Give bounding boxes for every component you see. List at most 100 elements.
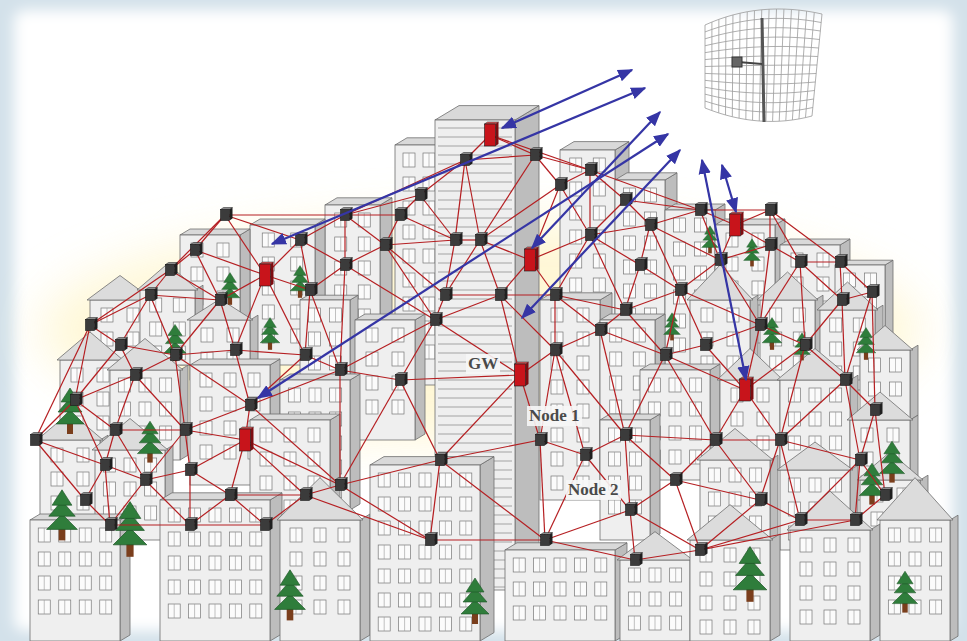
- window: [750, 468, 762, 482]
- window-bar: [266, 476, 267, 490]
- router-body: [221, 210, 230, 221]
- window-bar: [639, 328, 640, 342]
- mesh-link: [540, 440, 545, 540]
- router-side: [705, 203, 708, 216]
- wireless-arrow: [502, 70, 632, 128]
- window-bar: [215, 532, 216, 546]
- floor-stripe: [438, 415, 512, 417]
- router-side: [751, 377, 754, 401]
- window: [399, 545, 411, 559]
- mesh-router: [756, 493, 768, 506]
- window: [209, 604, 221, 618]
- window: [189, 604, 201, 618]
- window-bar: [429, 273, 430, 287]
- window: [570, 230, 582, 244]
- window: [690, 378, 702, 392]
- mesh-link: [700, 520, 855, 550]
- window: [250, 580, 262, 594]
- router-body: [166, 265, 175, 276]
- tree-crown: [766, 318, 779, 328]
- window-bar: [935, 576, 936, 590]
- mesh-link: [600, 330, 625, 435]
- window-bar: [730, 548, 731, 562]
- mesh-router: [856, 453, 868, 466]
- mesh-link: [780, 345, 805, 440]
- router-body: [341, 260, 350, 271]
- mesh-link: [625, 355, 665, 435]
- router-body: [396, 210, 405, 221]
- gateway-router: [485, 122, 499, 146]
- window: [909, 552, 921, 566]
- house-roof: [687, 265, 753, 300]
- router-body: [801, 340, 810, 351]
- window-bar: [230, 397, 231, 411]
- window: [309, 308, 321, 322]
- floor-stripe: [438, 217, 512, 219]
- house-roof: [277, 478, 363, 520]
- window: [513, 558, 525, 572]
- window: [366, 352, 378, 366]
- mesh-router: [776, 433, 788, 446]
- router-body: [868, 287, 877, 298]
- mesh-link: [630, 510, 700, 550]
- gateway-router: [740, 377, 754, 401]
- router-body: [531, 150, 540, 161]
- mesh-router: [531, 148, 543, 161]
- mesh-router: [131, 368, 143, 381]
- window: [77, 448, 89, 462]
- router-side: [877, 285, 880, 298]
- window: [403, 225, 415, 239]
- window-bar: [64, 576, 65, 590]
- window-bar: [615, 400, 616, 414]
- window-bar: [655, 616, 656, 630]
- window-bar: [794, 388, 795, 402]
- antenna-feed-box: [732, 57, 742, 67]
- window-bar: [755, 468, 756, 482]
- router-body: [226, 490, 235, 501]
- window-bar: [409, 249, 410, 263]
- window: [308, 452, 320, 466]
- mesh-router: [536, 433, 548, 446]
- window-bar: [859, 318, 860, 332]
- window: [189, 532, 201, 546]
- window: [79, 552, 91, 566]
- mesh-link: [590, 235, 640, 265]
- window-bar: [634, 616, 635, 630]
- mesh-link: [625, 200, 700, 210]
- router-body: [191, 245, 200, 256]
- mesh-link: [800, 519, 855, 520]
- router-body: [231, 345, 240, 356]
- window-bar: [854, 562, 855, 576]
- mesh-link: [589, 170, 590, 235]
- window: [378, 569, 390, 583]
- window-bar: [174, 532, 175, 546]
- window-bar: [235, 508, 236, 522]
- floor-stripe: [438, 307, 512, 309]
- mesh-router: [336, 363, 348, 376]
- router-side: [125, 338, 128, 351]
- window: [824, 538, 836, 552]
- window: [624, 236, 636, 250]
- router-body: [451, 235, 460, 246]
- window: [189, 580, 201, 594]
- window: [824, 586, 836, 600]
- mesh-links: [35, 135, 885, 560]
- mesh-link: [540, 350, 555, 440]
- window: [624, 212, 636, 226]
- window: [160, 378, 172, 392]
- window-bar: [730, 572, 731, 586]
- window: [79, 576, 91, 590]
- tree: [137, 421, 162, 462]
- mesh-router: [101, 458, 113, 471]
- mesh-router: [31, 433, 43, 446]
- building-roof: [640, 364, 720, 370]
- window: [534, 558, 546, 572]
- mesh-router: [661, 348, 673, 361]
- window-bar: [707, 308, 708, 322]
- window: [290, 528, 302, 542]
- router-side: [95, 318, 98, 331]
- router-side: [425, 188, 428, 201]
- router-side: [350, 258, 353, 271]
- router-body: [711, 435, 720, 446]
- mesh-link: [875, 410, 885, 495]
